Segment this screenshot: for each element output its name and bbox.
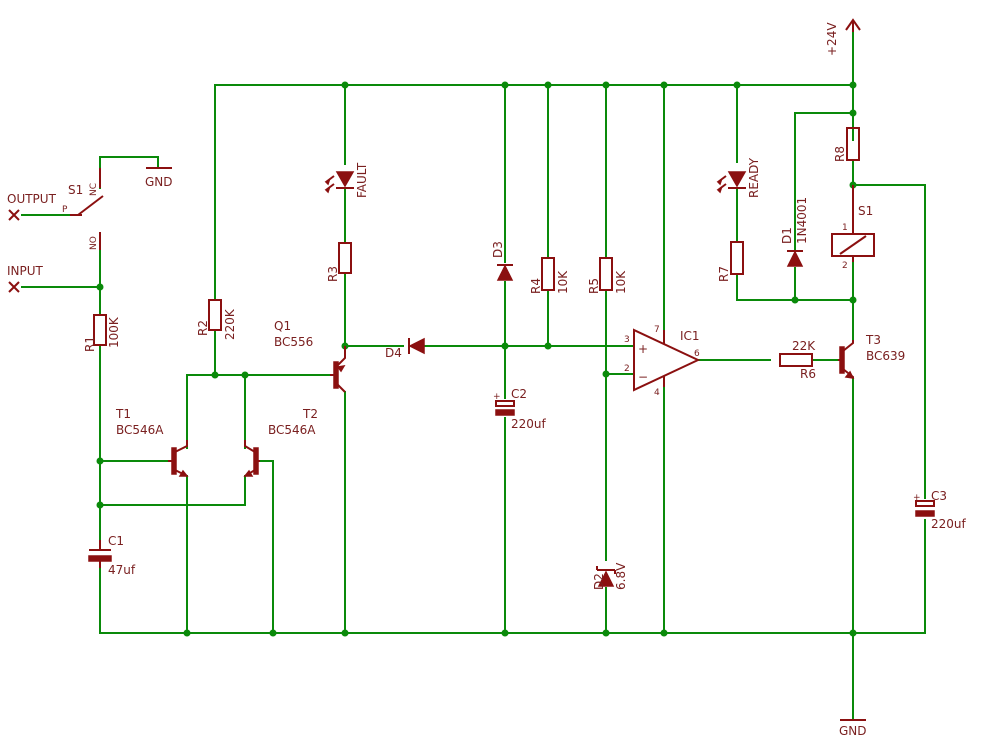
ground-symbol-top: GND: [145, 167, 173, 189]
resistor-r6: 22K R6: [779, 339, 816, 381]
relay-label: S1: [858, 204, 873, 218]
c1-value: 47uf: [108, 563, 136, 577]
capacitor-c3: + C3 220uf: [913, 489, 967, 531]
d1-label: D1: [780, 227, 794, 244]
fault-label: FAULT: [355, 162, 369, 198]
output-terminal: OUTPUT: [7, 192, 57, 221]
opamp-pin3: 3: [624, 335, 630, 345]
led-ready: READY: [716, 157, 761, 198]
resistor-r1: R1 100K: [83, 314, 121, 352]
opamp-pin7: 7: [654, 325, 660, 335]
c2-plus: +: [493, 392, 501, 402]
resistor-r5: R5 10K: [587, 257, 628, 294]
opamp-plus: +: [638, 342, 648, 356]
ready-label: READY: [747, 157, 761, 198]
transistor-q1: Q1 BC556: [274, 319, 346, 393]
d1-value: 1N4001: [795, 197, 809, 244]
r4-label: R4: [529, 278, 543, 294]
opamp-pin4: 4: [654, 388, 660, 398]
led-fault: FAULT: [324, 162, 369, 198]
r2-label: R2: [196, 320, 210, 336]
opamp-ic1: + − 3 2 6 7 4 IC1: [624, 325, 701, 398]
t2-label: T2: [302, 407, 318, 421]
q1-value: BC556: [274, 335, 313, 349]
c1-label: C1: [108, 534, 124, 548]
relay-pin1: 1: [842, 223, 848, 233]
supply-label: +24V: [825, 22, 839, 56]
switch-p-label: P: [62, 205, 68, 215]
diode-d3: D3: [491, 241, 514, 281]
r1-label: R1: [83, 336, 97, 352]
supply-symbol: +24V: [825, 18, 861, 56]
t2-value: BC546A: [268, 423, 316, 437]
r6-value: 22K: [792, 339, 816, 353]
d4-label: D4: [385, 346, 402, 360]
input-terminal: INPUT: [7, 264, 44, 293]
c2-label: C2: [511, 387, 527, 401]
t1-label: T1: [115, 407, 131, 421]
transistor-t2: T2 BC546A: [243, 407, 318, 477]
r5-value: 10K: [614, 270, 628, 294]
switch-nc-label: NC: [89, 183, 99, 196]
ic1-label: IC1: [680, 329, 700, 343]
relay-coil-s1: S1 1 2: [831, 185, 875, 271]
c2-value: 220uf: [511, 417, 547, 431]
t1-value: BC546A: [116, 423, 164, 437]
opamp-pin6: 6: [694, 349, 700, 359]
ground-symbol-bottom: GND: [839, 719, 867, 738]
r3-label: R3: [326, 266, 340, 282]
opamp-minus: −: [638, 370, 648, 384]
resistor-r2: R2 220K: [196, 299, 237, 340]
wires: [21, 27, 926, 721]
q1-label: Q1: [274, 319, 291, 333]
ground-label-top: GND: [145, 175, 173, 189]
transistor-t3: T3 BC639: [838, 333, 905, 379]
resistor-r3: R3: [326, 242, 352, 282]
r2-value: 220K: [223, 308, 237, 340]
c3-value: 220uf: [931, 517, 967, 531]
switch-name: S1: [68, 183, 83, 197]
switch-no-label: NO: [89, 236, 99, 250]
r1-value: 100K: [107, 316, 121, 348]
r4-value: 10K: [556, 270, 570, 294]
r7-label: R7: [717, 266, 731, 282]
relay-pin2: 2: [842, 261, 848, 271]
junctions: [96, 81, 857, 637]
d2-label: D2: [592, 573, 606, 590]
opamp-pin2: 2: [624, 364, 630, 374]
t3-value: BC639: [866, 349, 905, 363]
d3-label: D3: [491, 241, 505, 258]
t3-label: T3: [865, 333, 881, 347]
capacitor-c1: C1 47uf: [88, 534, 136, 577]
zener-d2: D2 6.8V: [592, 562, 628, 590]
selector-switch: NC NO S1 P: [62, 168, 104, 250]
resistor-r4: R4 10K: [529, 257, 570, 294]
d2-value: 6.8V: [614, 562, 628, 590]
capacitor-c2: + C2 220uf: [493, 387, 547, 431]
c3-plus: +: [913, 493, 921, 503]
diode-d4: D4: [385, 337, 425, 360]
ground-label-bottom: GND: [839, 724, 867, 738]
resistor-r8: R8: [833, 127, 860, 162]
resistor-r7: R7: [717, 241, 744, 282]
r6-label: R6: [800, 367, 816, 381]
r5-label: R5: [587, 278, 601, 294]
transistor-t1: T1 BC546A: [115, 407, 189, 477]
output-label: OUTPUT: [7, 192, 57, 206]
c3-label: C3: [931, 489, 947, 503]
diode-d1: D1 1N4001: [780, 197, 809, 267]
input-label: INPUT: [7, 264, 44, 278]
r8-label: R8: [833, 146, 847, 162]
